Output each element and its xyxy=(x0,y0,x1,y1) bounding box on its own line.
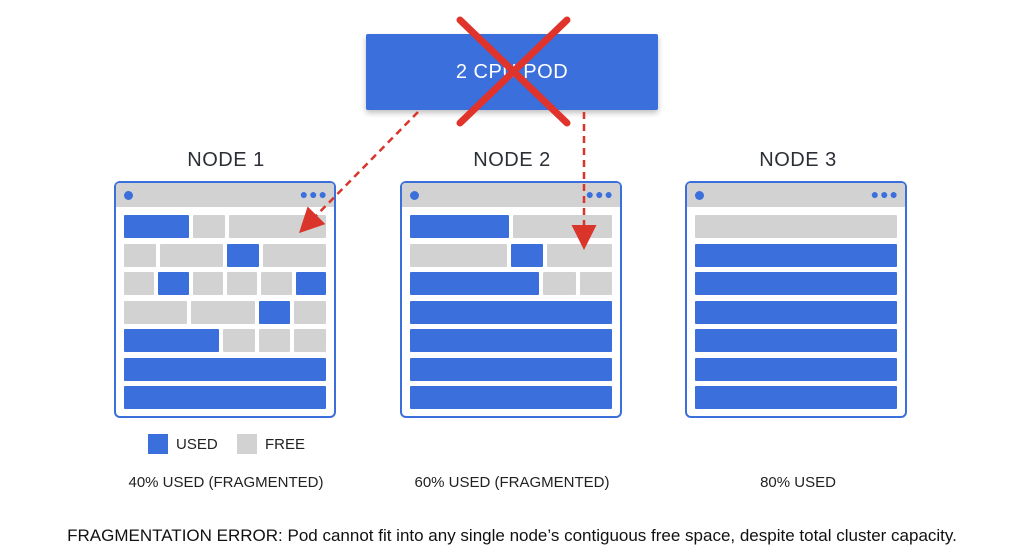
node-1-window: ●●● xyxy=(114,181,336,418)
node-1-stat: 40% USED (FRAGMENTED) xyxy=(128,474,324,491)
free-block xyxy=(159,243,223,267)
used-block xyxy=(124,357,326,381)
node-titlebar: ●●● xyxy=(116,183,334,207)
used-block xyxy=(410,357,612,381)
used-block xyxy=(410,272,540,295)
legend-free: FREE xyxy=(237,434,305,454)
free-block xyxy=(192,272,223,295)
used-block xyxy=(258,300,291,324)
used-block xyxy=(410,329,612,352)
legend-free-label: FREE xyxy=(265,435,306,453)
node-1-title: NODE 1 xyxy=(187,149,265,171)
window-dot-icon xyxy=(695,191,704,200)
used-block xyxy=(295,272,326,295)
free-block xyxy=(261,272,292,295)
used-block xyxy=(695,243,897,267)
free-block xyxy=(294,329,326,352)
free-block xyxy=(294,300,326,324)
used-block xyxy=(410,215,509,238)
used-block xyxy=(695,357,897,381)
used-block xyxy=(695,329,897,352)
free-block xyxy=(229,215,326,238)
free-block xyxy=(124,300,188,324)
used-block xyxy=(410,300,612,324)
pod-label: 2 CPU POD xyxy=(455,60,569,83)
used-block xyxy=(695,300,897,324)
free-block xyxy=(258,329,291,352)
node-3-stat: 80% USED xyxy=(760,474,836,491)
used-block xyxy=(124,215,189,238)
legend-used-swatch xyxy=(148,434,168,454)
free-block xyxy=(543,272,576,295)
node-2-window: ●●● xyxy=(400,181,622,418)
more-options-icon: ●●● xyxy=(870,186,899,202)
free-block xyxy=(191,300,255,324)
free-block xyxy=(124,272,155,295)
pod-box: 2 CPU POD xyxy=(366,34,658,110)
free-block xyxy=(262,243,326,267)
free-block xyxy=(513,215,612,238)
used-block xyxy=(695,272,897,295)
legend-used-label: USED xyxy=(176,435,218,453)
used-block xyxy=(695,386,897,409)
free-block xyxy=(695,215,897,238)
free-block xyxy=(227,272,258,295)
legend-free-swatch xyxy=(237,434,257,454)
free-block xyxy=(223,329,255,352)
free-block xyxy=(192,215,225,238)
node-titlebar: ●●● xyxy=(402,183,620,207)
used-block xyxy=(124,329,219,352)
more-options-icon: ●●● xyxy=(299,186,328,202)
node-2-stat: 60% USED (FRAGMENTED) xyxy=(414,474,610,491)
fragmentation-error-message: FRAGMENTATION ERROR: Pod cannot fit into… xyxy=(67,526,957,545)
used-block xyxy=(158,272,189,295)
node-2-title: NODE 2 xyxy=(473,149,551,171)
more-options-icon: ●●● xyxy=(585,186,614,202)
legend-used: USED xyxy=(148,434,218,454)
used-block xyxy=(227,243,259,267)
used-block xyxy=(511,243,544,267)
used-block xyxy=(410,386,612,409)
node-3-window: ●●● xyxy=(685,181,907,418)
window-dot-icon xyxy=(410,191,419,200)
used-block xyxy=(124,386,326,409)
node-3-title: NODE 3 xyxy=(759,149,837,171)
free-block xyxy=(410,243,507,267)
free-block xyxy=(124,243,156,267)
node-titlebar: ●●● xyxy=(687,183,905,207)
free-block xyxy=(579,272,612,295)
window-dot-icon xyxy=(124,191,133,200)
free-block xyxy=(547,243,612,267)
